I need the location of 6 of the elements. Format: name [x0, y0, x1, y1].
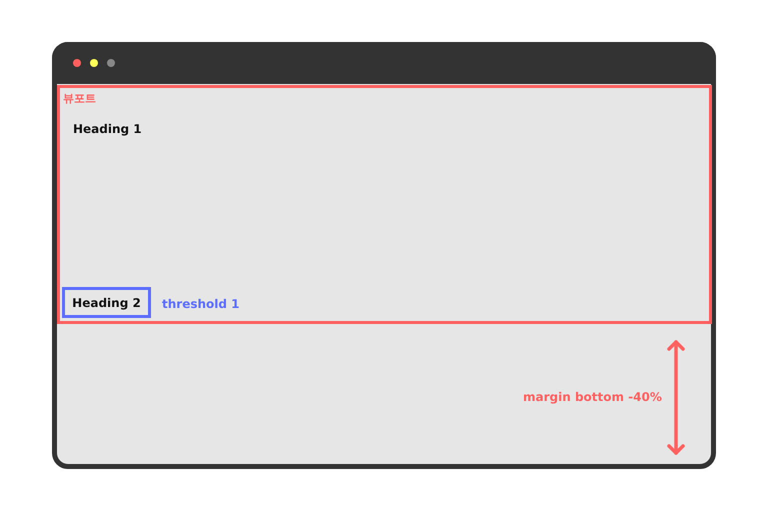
frame-title: 뷰포트 [63, 91, 96, 106]
viewport-frame [57, 85, 712, 324]
threshold-label: threshold 1 [162, 297, 240, 311]
heading-text: Heading 2 [72, 296, 141, 310]
heading-text: Heading 1 [73, 122, 142, 136]
dimension-label: margin bottom -40% [523, 390, 662, 404]
